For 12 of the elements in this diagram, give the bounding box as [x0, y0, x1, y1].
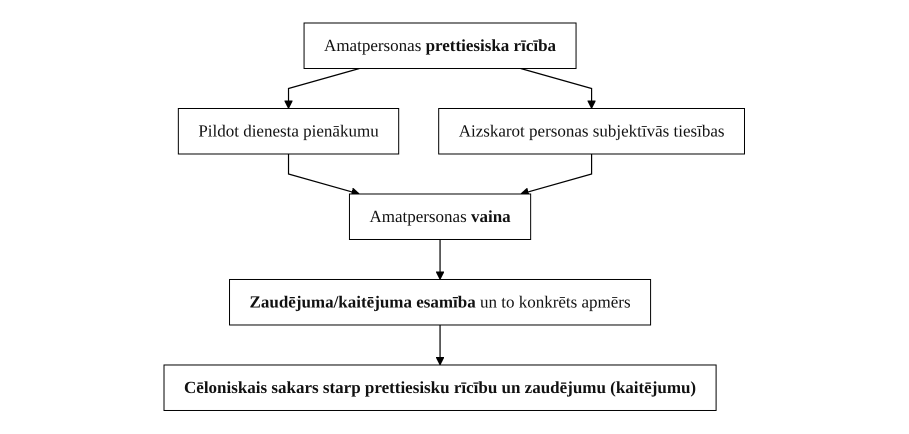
arrow	[288, 154, 360, 196]
node-box: Cēloniskais sakars starp prettiesisku rīcību un zaudējumu (kaitējumu)	[164, 364, 717, 412]
arrow	[520, 154, 592, 196]
arrow	[284, 68, 360, 110]
node-box: Pildot dienesta pienākumu	[178, 108, 400, 155]
arrow	[520, 68, 596, 110]
node-box: Amatpersonas prettiesiska rīcība	[304, 22, 577, 70]
arrow	[436, 240, 445, 280]
node-box: Zaudējuma/kaitējuma esamība un to konkrēts apmērs	[229, 279, 652, 326]
arrow	[436, 325, 445, 366]
node-box: Amatpersonas vaina	[349, 194, 532, 240]
node-box: Aizskarot personas subjektīvās tiesības	[438, 108, 746, 155]
